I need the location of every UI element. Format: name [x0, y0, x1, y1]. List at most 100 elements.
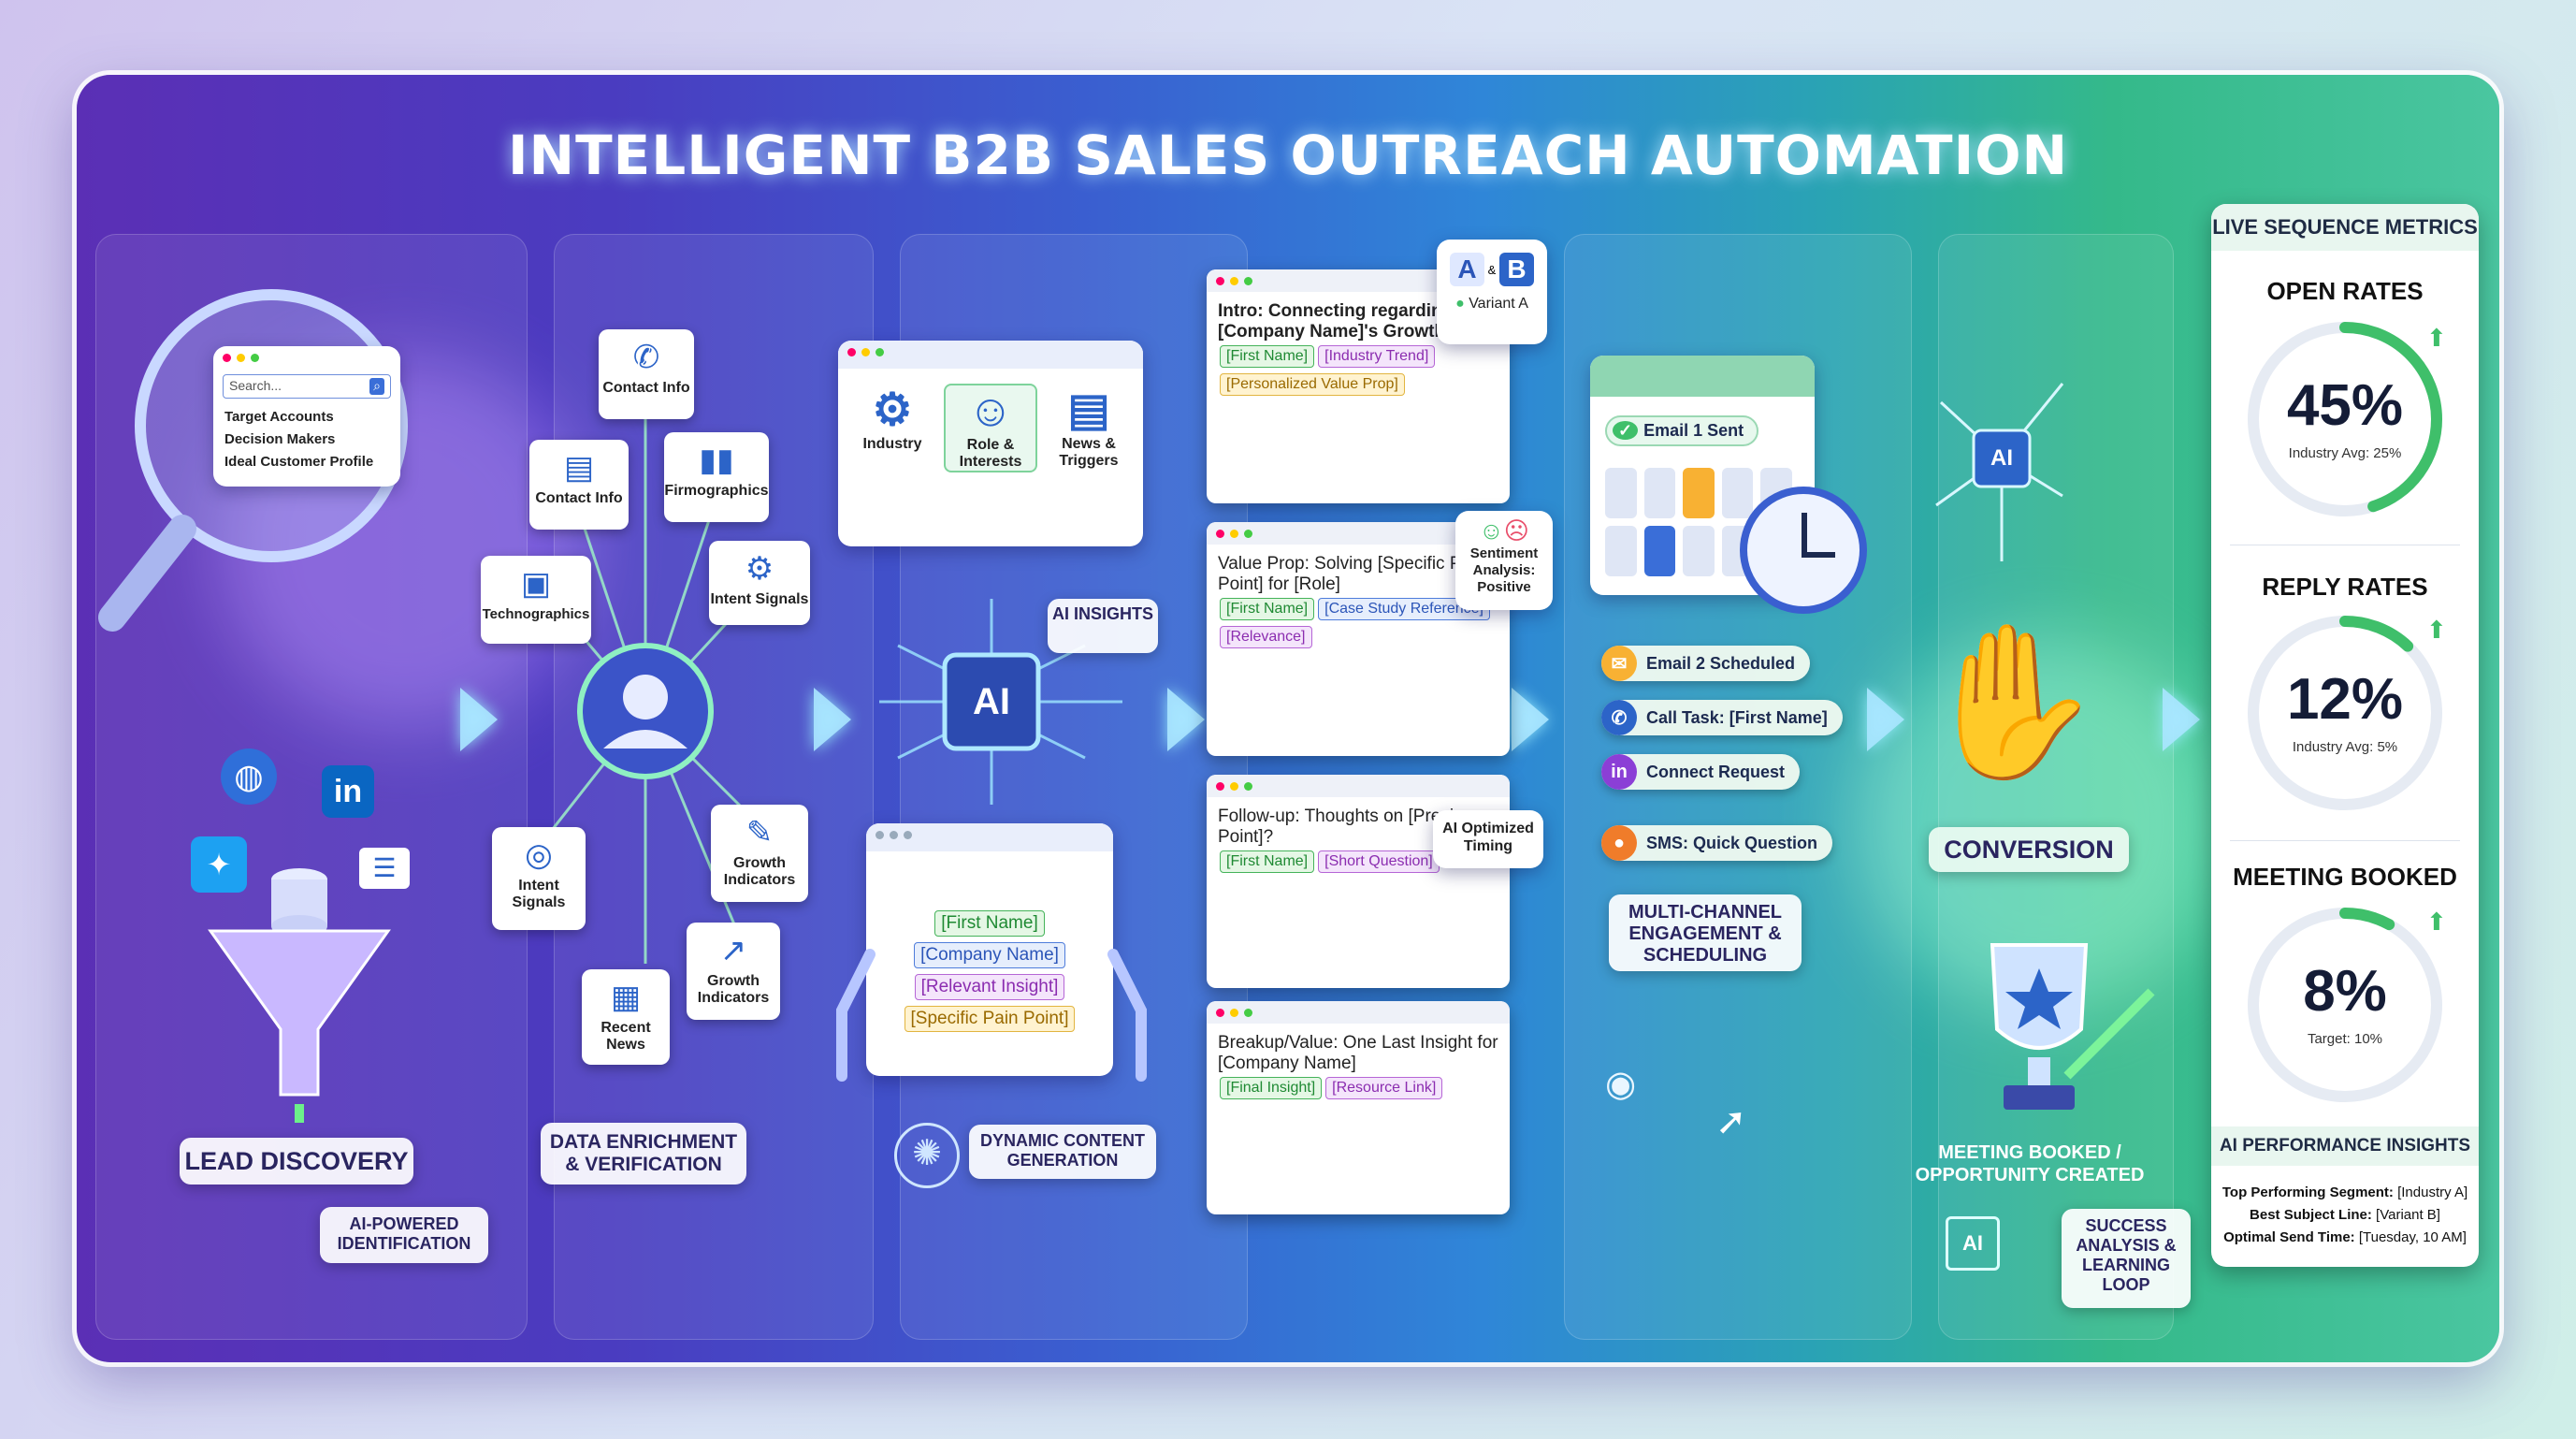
eye-icon: ◉: [1605, 1065, 1637, 1104]
metric-sub: Target: 10%: [2307, 1031, 2383, 1047]
email-tag: [Industry Trend]: [1318, 345, 1436, 368]
signal-label: Role & Interests: [959, 437, 1022, 470]
chat-icon: ●: [1601, 825, 1637, 861]
content-gen-label: DYNAMIC CONTENT GENERATION: [969, 1125, 1156, 1179]
variant-a: A: [1450, 253, 1484, 286]
email-text: Intro: Connecting regarding [Company Nam…: [1218, 301, 1454, 342]
envelope-icon: ✉: [1601, 646, 1637, 681]
search-placeholder: Search...: [229, 378, 282, 393]
email-card-2[interactable]: Value Prop: Solving [Specific Pain Point…: [1207, 522, 1510, 756]
enrichment-label: DATA ENRICHMENT & VERIFICATION: [541, 1123, 746, 1185]
lead-item: Decision Makers: [224, 431, 336, 447]
robot-arm-icon: [1104, 936, 1160, 1085]
step-label: Connect Request: [1646, 762, 1786, 781]
signal-news: ▤News & Triggers: [1047, 384, 1131, 472]
learning-loop-label: SUCCESS ANALYSIS & LEARNING LOOP: [2062, 1209, 2191, 1308]
ai-timing-badge: AI Optimized Timing: [1433, 810, 1543, 868]
metric-sub: Industry Avg: 5%: [2292, 739, 2398, 755]
trend-up-icon: ⬆: [2426, 908, 2447, 936]
node-label: Intent Signals: [710, 591, 809, 607]
metric-name: OPEN RATES: [2266, 277, 2424, 305]
variant-b: B: [1499, 253, 1534, 286]
search-icon[interactable]: ⌕: [369, 378, 384, 395]
node-intent-signals: ⚙Intent Signals: [709, 541, 810, 625]
insight-row: Optimal Send Time: [Tuesday, 10 AM]: [2211, 1229, 2479, 1245]
metrics-title: LIVE SEQUENCE METRICS: [2211, 204, 2479, 251]
trend-up-icon: ⬆: [2426, 324, 2447, 352]
outcome-label: MEETING BOOKED / OPPORTUNITY CREATED: [1915, 1142, 2145, 1185]
step-label: SMS: Quick Question: [1646, 833, 1818, 852]
calendar-header: [1590, 356, 1815, 397]
sentiment-badge: ☺☹ Sentiment Analysis: Positive: [1455, 511, 1553, 610]
megaphone-icon: ▤: [1067, 385, 1110, 435]
linkedin-icon: in: [1601, 754, 1637, 790]
robot-arm-icon: [823, 936, 879, 1085]
node-technographics: ▣Technographics: [481, 556, 591, 644]
email-tag: [Short Question]: [1318, 850, 1440, 873]
metric-value: 8%: [2303, 959, 2387, 1024]
node-label: Growth Indicators: [697, 973, 770, 1006]
browser-icon: ▣: [520, 566, 552, 602]
ai-insights-label: AI INSIGHTS: [1048, 599, 1158, 653]
token-window: [First Name] [Company Name] [Relevant In…: [866, 823, 1113, 1076]
twitter-icon: ✦: [191, 836, 247, 893]
lead-item: Target Accounts: [224, 409, 334, 425]
email-tag: [Personalized Value Prop]: [1220, 373, 1405, 396]
insight-value: [Variant B]: [2376, 1207, 2440, 1223]
enrichment-connectors: [541, 402, 760, 964]
flow-arrow-icon: [1167, 688, 1205, 751]
contact-card-icon: ▤: [563, 450, 595, 486]
bar-chart-icon: ▮▮: [699, 443, 734, 478]
email-text: Value Prop: Solving [Specific Pain Point…: [1218, 554, 1485, 594]
insight-row: Best Subject Line: [Variant B]: [2211, 1207, 2479, 1223]
sentiment-label: Sentiment Analysis: Positive: [1469, 545, 1539, 595]
email1-label: Email 1 Sent: [1643, 421, 1744, 440]
metric-sub: Industry Avg: 25%: [2288, 445, 2402, 461]
email-card-4[interactable]: Breakup/Value: One Last Insight for [Com…: [1207, 1001, 1510, 1214]
insight-row: Top Performing Segment: [Industry A]: [2211, 1185, 2479, 1200]
node-recent-news: ▦Recent News: [582, 969, 670, 1065]
insights-title: AI PERFORMANCE INSIGHTS: [2211, 1126, 2479, 1166]
check-icon: ●: [1455, 296, 1465, 312]
globe-icon: ◍: [221, 749, 277, 805]
step-label: Call Task: [First Name]: [1646, 707, 1828, 727]
growth-chart-icon: ↗: [719, 933, 747, 968]
node-contact-info: ✆Contact Info: [599, 329, 694, 419]
divider: [2230, 840, 2460, 841]
funnel-icon: [208, 868, 391, 1123]
email-tag: [First Name]: [1220, 345, 1315, 368]
email-card-3[interactable]: Follow-up: Thoughts on [Previous Point]?…: [1207, 775, 1510, 988]
phone-icon: ✆: [632, 340, 660, 375]
insight-key: Best Subject Line:: [2250, 1207, 2372, 1223]
node-growth-indicators: ↗ Growth Indicators: [687, 923, 780, 1020]
check-icon: ✓: [1613, 421, 1639, 440]
step-call-task[interactable]: ✆ Call Task: [First Name]: [1601, 700, 1843, 735]
signal-role: ☺Role & Interests: [944, 384, 1037, 472]
node-label: Intent Signals: [512, 878, 566, 910]
ai-powered-label: AI-POWERED IDENTIFICATION: [320, 1207, 488, 1263]
token-first-name: [First Name]: [934, 910, 1045, 937]
metric-value: 45%: [2286, 373, 2404, 438]
insight-key: Top Performing Segment:: [2221, 1185, 2394, 1200]
target-icon: ◎: [525, 837, 553, 873]
step-connect[interactable]: in Connect Request: [1601, 754, 1801, 790]
node-label: Firmographics: [664, 483, 769, 499]
signal-label: News & Triggers: [1059, 436, 1119, 469]
email-text: Follow-up: Thoughts on [Previous Point]?: [1218, 807, 1483, 847]
metric-name: REPLY RATES: [2262, 573, 2428, 601]
contact-card-icon: ☰: [359, 848, 410, 889]
ai-chip-label: AI: [973, 681, 1010, 722]
search-input[interactable]: Search... ⌕: [223, 374, 391, 399]
step-sms[interactable]: ● SMS: Quick Question: [1601, 825, 1833, 861]
token-company-name: [Company Name]: [914, 942, 1065, 968]
token-pain-point: [Specific Pain Point]: [904, 1006, 1076, 1032]
signals-window: ⚙Industry ☺Role & Interests ▤News & Trig…: [838, 341, 1143, 546]
flow-arrow-icon: [814, 688, 851, 751]
metric-name: MEETING BOOKED: [2233, 863, 2457, 891]
cursor-icon: ➚: [1715, 1101, 1747, 1142]
engagement-label: MULTI-CHANNEL ENGAGEMENT & SCHEDULING: [1609, 894, 1802, 971]
step-email-2[interactable]: ✉Email 2 Scheduled: [1601, 646, 1811, 681]
insight-value: [Tuesday, 10 AM]: [2358, 1229, 2467, 1245]
phone-icon: ✆: [1601, 700, 1637, 735]
reply-rate-gauge: [2248, 616, 2442, 810]
